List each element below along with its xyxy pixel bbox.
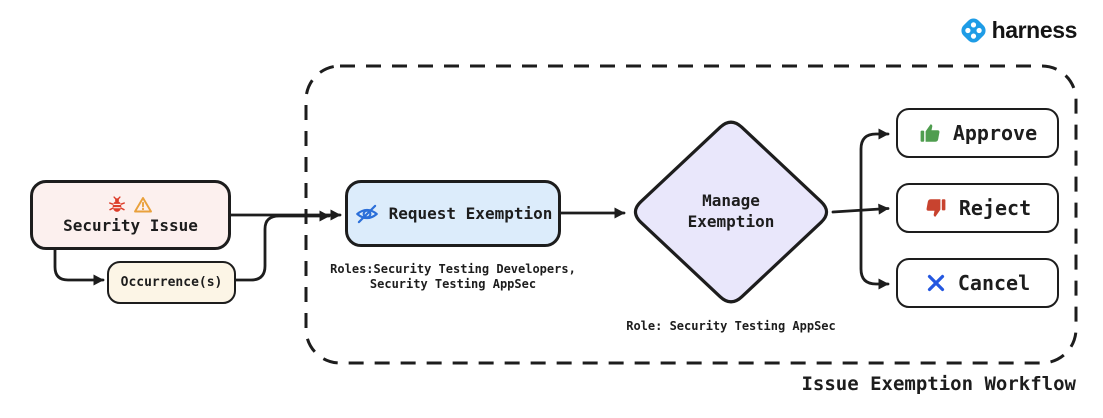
- diagram-caption: Issue Exemption Workflow: [801, 373, 1076, 395]
- manage-role-note: Role: Security Testing AppSec: [626, 319, 836, 333]
- request-roles-note: Roles:Security Testing Developers, Secur…: [320, 262, 586, 291]
- bug-icon: [109, 196, 125, 212]
- x-icon: [927, 274, 944, 292]
- warning-icon: [134, 197, 152, 213]
- thumbs-up-icon: [920, 124, 940, 142]
- request-exemption-label: Request Exemption: [388, 204, 553, 223]
- node-occurrences: Occurrence(s): [107, 261, 236, 304]
- node-security-issue: Security Issue: [30, 180, 231, 250]
- harness-logo-text: harness: [991, 17, 1078, 43]
- node-cancel: Cancel: [896, 258, 1059, 308]
- manage-exemption-line1: Manage: [702, 191, 760, 210]
- thumbs-down-icon: [926, 199, 946, 217]
- cancel-label: Cancel: [957, 271, 1031, 295]
- node-request-exemption: Request Exemption: [345, 180, 561, 247]
- eye-off-icon: [355, 204, 378, 223]
- arrow-occurrence-to-request: [234, 210, 331, 282]
- reject-label: Reject: [958, 196, 1032, 220]
- harness-logo: harness: [958, 15, 1077, 46]
- occurrences-label: Occurrence(s): [120, 275, 223, 290]
- request-roles-line2: Security Testing AppSec: [369, 276, 537, 291]
- node-reject: Reject: [896, 183, 1059, 233]
- arrow-diamond-to-approve: [859, 128, 890, 212]
- arrow-security-to-occurrence: [53, 248, 105, 286]
- arrow-diamond-to-cancel: [859, 208, 890, 290]
- request-roles-line1: Roles:Security Testing Developers,: [330, 262, 576, 276]
- security-issue-label: Security Issue: [63, 216, 198, 235]
- approve-label: Approve: [952, 121, 1038, 145]
- node-approve: Approve: [896, 108, 1059, 158]
- security-issue-icons: [108, 195, 153, 215]
- manage-exemption-diamond: [633, 120, 829, 304]
- manage-exemption-line2: Exemption: [687, 212, 775, 231]
- manage-exemption-label: Manage Exemption: [651, 190, 811, 232]
- harness-logo-icon: [961, 18, 986, 43]
